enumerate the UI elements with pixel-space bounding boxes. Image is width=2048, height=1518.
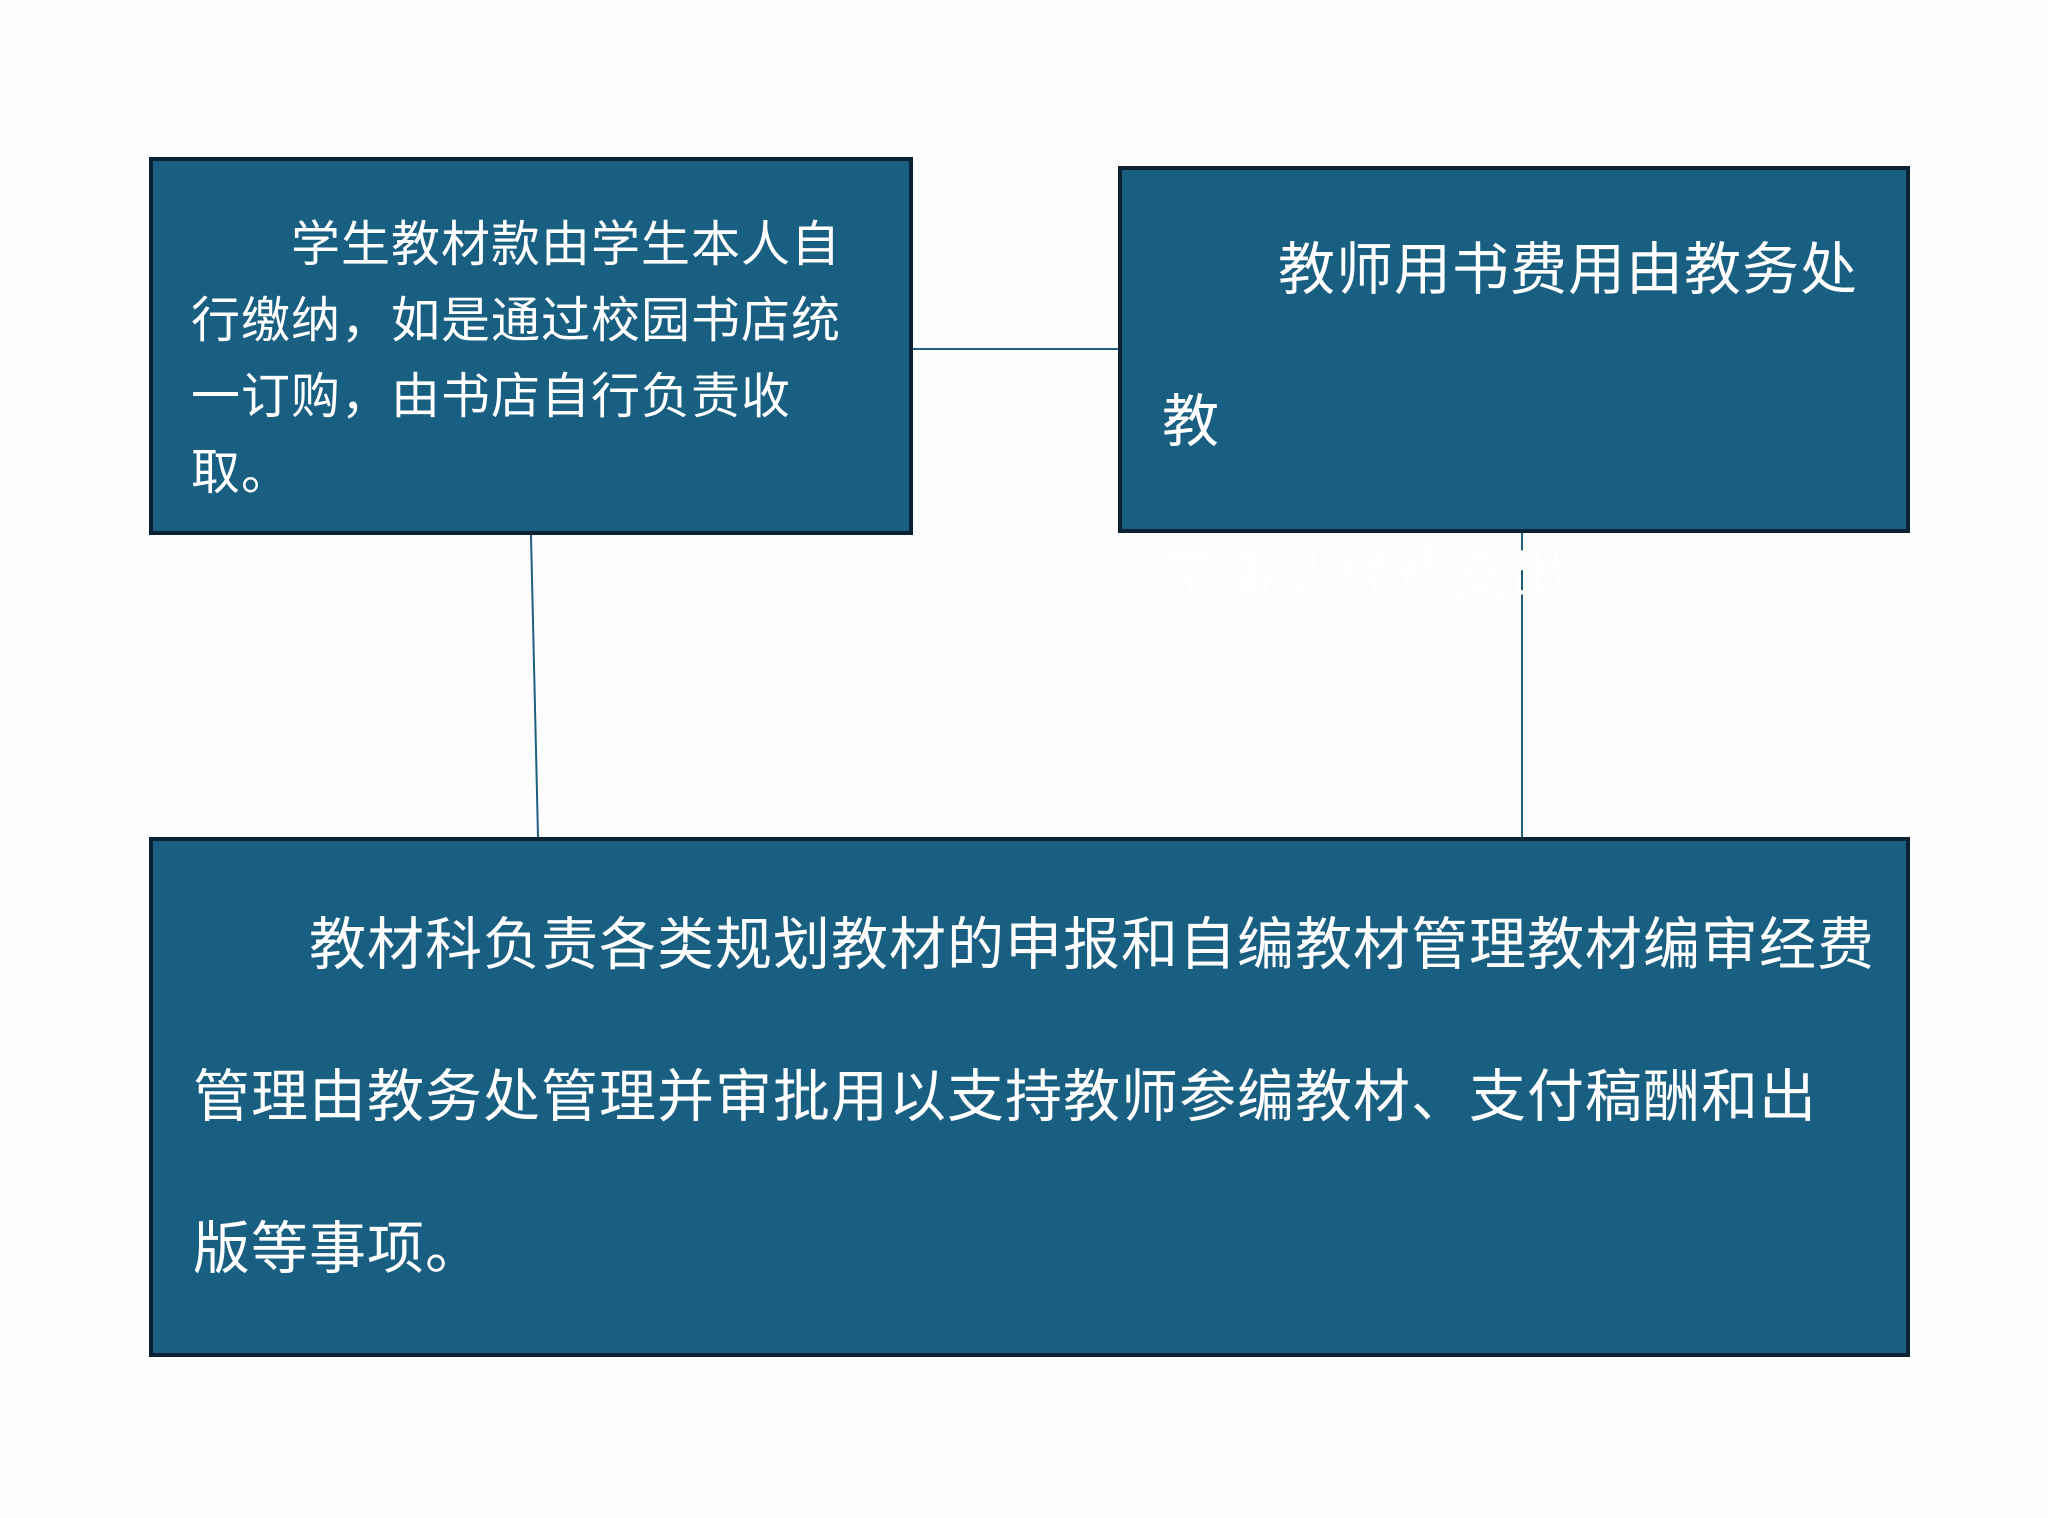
textbook-office-text: 教材科负责各类规划教材的申报和自编教材管理教材编审经费 管理由教务处管理并审批用… [193, 912, 1875, 1282]
student-textbook-fee-text: 学生教材款由学生本人自 行缴纳，如是通过校园书店统 一订购，由书店自行负责收 取… [191, 216, 842, 501]
student-textbook-fee-box: 学生教材款由学生本人自 行缴纳，如是通过校园书店统 一订购，由书店自行负责收 取… [149, 157, 913, 535]
connector-student-to-office [530, 534, 539, 838]
teacher-book-fee-box: 教师用书费用由教务处教 学事业经费支出。 [1118, 166, 1910, 607]
teacher-book-fee-text: 教师用书费用由教务处教 学事业经费支出。 [1162, 237, 1858, 607]
textbook-office-box: 教材科负责各类规划教材的申报和自编教材管理教材编审经费 管理由教务处管理并审批用… [149, 837, 1910, 1357]
